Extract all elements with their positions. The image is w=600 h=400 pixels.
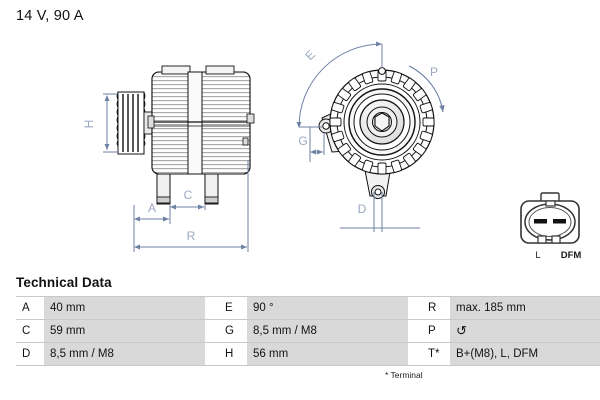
- dimension-label-C: C: [184, 188, 193, 202]
- connector-pin-L: [534, 219, 547, 224]
- dimension-G: [309, 127, 325, 162]
- alternator-housing: [147, 65, 255, 175]
- row-key-e: E: [219, 296, 247, 320]
- mounting-feet: [156, 173, 219, 205]
- row-value-a: 40 mm: [44, 296, 205, 320]
- connector-detail: [520, 192, 580, 244]
- cell-spacer: [205, 342, 219, 366]
- cell-spacer: [408, 319, 422, 343]
- row-value-t: B+(M8), L, DFM: [450, 342, 600, 366]
- row-value-g: 8,5 mm / M8: [247, 319, 408, 343]
- connector-label-DFM: DFM: [561, 250, 582, 261]
- row-value-c: 59 mm: [44, 319, 205, 343]
- dimension-label-E: E: [302, 47, 318, 63]
- row-value-h: 56 mm: [247, 342, 408, 366]
- connector-pin-DFM: [553, 219, 566, 224]
- rotation-direction-arrow: [408, 65, 445, 113]
- dimension-H: [103, 93, 118, 153]
- row-key-h: H: [219, 342, 247, 366]
- dimension-D: [340, 192, 420, 232]
- technical-data-table: A 40 mm E 90 ° R max. 185 mm C 59 mm G 8…: [16, 296, 600, 366]
- table-row: D 8,5 mm / M8 H 56 mm T* B+(M8), L, DFM: [16, 342, 600, 366]
- table-footnote: * Terminal: [385, 370, 423, 380]
- dimension-label-P: P: [430, 65, 438, 79]
- dimension-C: [169, 204, 206, 210]
- alternator-side-view: H A C R: [82, 65, 255, 252]
- row-key-t: T*: [422, 342, 450, 366]
- dimension-R: [133, 160, 249, 252]
- dimension-label-H: H: [82, 120, 96, 129]
- cell-spacer: [205, 319, 219, 343]
- row-value-d: 8,5 mm / M8: [44, 342, 205, 366]
- page-title: 14 V, 90 A: [16, 8, 84, 24]
- row-key-r: R: [422, 296, 450, 320]
- cell-spacer: [408, 342, 422, 366]
- technical-data-heading: Technical Data: [16, 275, 112, 290]
- table-row: C 59 mm G 8,5 mm / M8 P ↺: [16, 319, 600, 343]
- alternator-end-view: E G D P: [296, 41, 445, 232]
- row-key-p: P: [422, 319, 450, 343]
- connector-label-L: L: [535, 250, 540, 261]
- dimension-label-G: G: [298, 134, 307, 148]
- dimension-label-A: A: [148, 201, 156, 215]
- row-value-r: max. 185 mm: [450, 296, 600, 320]
- dimension-label-D: D: [358, 202, 367, 216]
- cell-spacer: [205, 296, 219, 320]
- row-value-e: 90 °: [247, 296, 408, 320]
- table-row: A 40 mm E 90 ° R max. 185 mm: [16, 296, 600, 320]
- row-key-d: D: [16, 342, 44, 366]
- row-key-c: C: [16, 319, 44, 343]
- dimension-label-R: R: [187, 229, 196, 243]
- cell-spacer: [408, 296, 422, 320]
- technical-data-section: Technical Data A 40 mm E 90 ° R max. 185…: [0, 270, 600, 400]
- row-key-a: A: [16, 296, 44, 320]
- technical-drawings: H A C R: [82, 41, 582, 261]
- pulley: [116, 91, 146, 155]
- row-key-g: G: [219, 319, 247, 343]
- rotation-ccw-icon: ↺: [456, 323, 467, 338]
- row-value-p: ↺: [450, 319, 600, 343]
